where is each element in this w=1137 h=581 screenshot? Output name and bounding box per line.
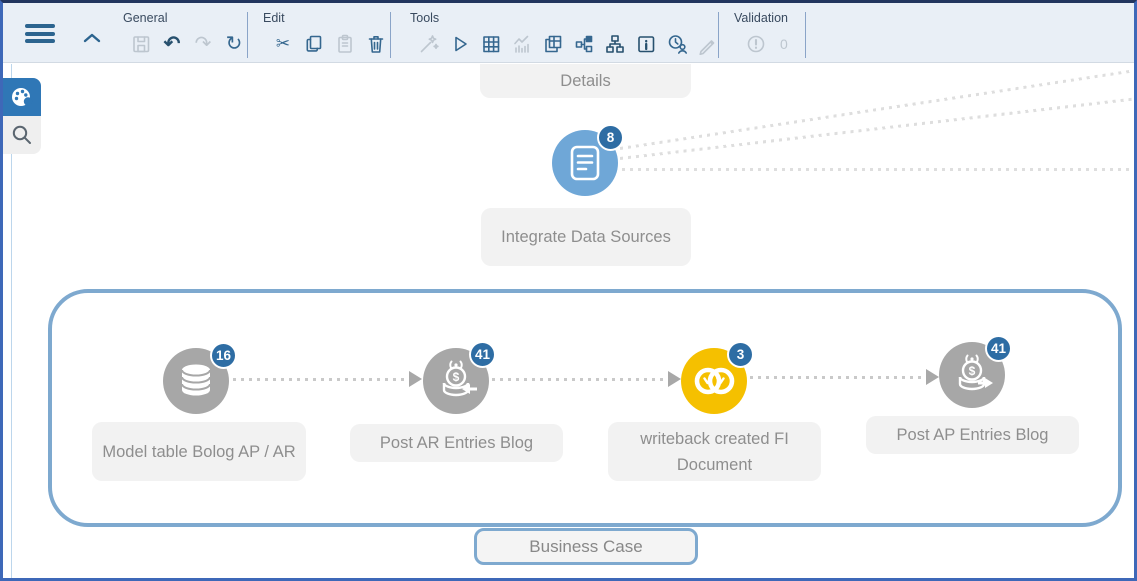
org-tree-icon[interactable]: [604, 33, 626, 55]
connector-arrowhead: [668, 371, 681, 387]
mapping-count-badge: 16: [210, 342, 237, 369]
coins-outbound-icon: $: [958, 354, 993, 391]
toolbar-group-validation-label: Validation: [734, 11, 788, 25]
search-icon: [12, 125, 31, 144]
coins-inbound-icon: $: [442, 360, 477, 397]
node-writeback-label[interactable]: writeback created FI Document: [608, 422, 821, 481]
toolbar-group-tools-label: Tools: [410, 11, 440, 25]
node-model-table-label[interactable]: Model table Bolog AP / AR: [92, 422, 306, 481]
undo-icon[interactable]: ↶: [163, 33, 181, 55]
linked-rings-icon: [694, 367, 735, 395]
toolbar-group-general-label: General: [123, 11, 168, 25]
redo-icon[interactable]: ↷: [194, 33, 212, 55]
mapping-count-badge: 41: [469, 341, 496, 368]
node-integrate-data-sources-label[interactable]: Integrate Data Sources: [481, 208, 691, 266]
node-details-label[interactable]: Details: [480, 64, 691, 98]
connector-dotted-line[interactable]: [750, 376, 926, 379]
paste-icon[interactable]: [334, 33, 356, 55]
svg-text:$: $: [453, 370, 460, 384]
toolbar-group-edit-label: Edit: [263, 11, 285, 25]
refresh-icon[interactable]: ↻: [225, 33, 243, 55]
hamburger-icon[interactable]: [25, 24, 55, 47]
table-icon[interactable]: [480, 33, 502, 55]
palette-icon: [12, 88, 33, 106]
toolbar: General ↶ ↷ ↻ Edit ✂ Tools: [3, 3, 1134, 63]
connector-ray[interactable]: [619, 96, 1134, 160]
connector-arrowhead: [409, 371, 422, 387]
node-model-table-icon[interactable]: [163, 348, 229, 414]
canvas-edge-line: [11, 64, 12, 578]
connector-arrowhead: [926, 369, 939, 385]
magic-wand-icon[interactable]: [418, 33, 440, 55]
delete-trash-icon[interactable]: [365, 33, 387, 55]
copy-icon[interactable]: [303, 33, 325, 55]
user-history-icon[interactable]: [666, 33, 688, 55]
chart-icon[interactable]: [511, 33, 533, 55]
search-tab[interactable]: [3, 116, 41, 154]
chevron-up-icon[interactable]: [83, 33, 101, 43]
edit-pencil-icon[interactable]: [697, 33, 719, 55]
connector-ray[interactable]: [622, 168, 1134, 171]
validation-count: 0: [780, 36, 788, 52]
run-play-icon[interactable]: [449, 33, 471, 55]
aggregation-icon[interactable]: [573, 33, 595, 55]
copy-table-icon[interactable]: [542, 33, 564, 55]
mapping-count-badge: 8: [597, 124, 624, 151]
diagram-canvas[interactable]: Details 8 Integrate Data Sources 16 Mode…: [3, 64, 1134, 578]
cut-icon[interactable]: ✂: [275, 34, 291, 53]
node-post-ap-label[interactable]: Post AP Entries Blog: [866, 416, 1079, 454]
toolbar-separator: [247, 12, 248, 58]
business-case-group[interactable]: [48, 289, 1122, 527]
business-case-group-label[interactable]: Business Case: [474, 528, 698, 565]
palette-tab[interactable]: [3, 78, 41, 116]
document-icon: [570, 145, 600, 181]
mapping-count-badge: 3: [727, 341, 754, 368]
toolbar-separator: [390, 12, 391, 58]
svg-text:$: $: [969, 364, 976, 378]
toolbar-separator: [718, 12, 719, 58]
connector-dotted-line[interactable]: [492, 378, 668, 381]
node-post-ar-label[interactable]: Post AR Entries Blog: [350, 424, 563, 462]
validation-alert-icon[interactable]: [745, 33, 767, 55]
toolbar-separator: [805, 12, 806, 58]
mapping-count-badge: 41: [985, 335, 1012, 362]
info-icon[interactable]: [635, 33, 657, 55]
database-icon: [181, 364, 211, 396]
connector-dotted-line[interactable]: [233, 378, 409, 381]
save-icon[interactable]: [130, 33, 152, 55]
